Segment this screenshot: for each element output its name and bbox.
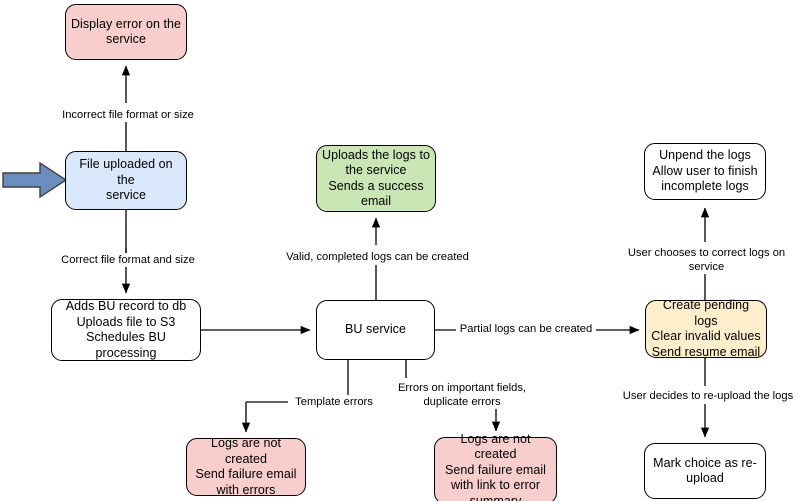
node-mark-choice-reupload[interactable]: Mark choice as re- upload [644, 443, 766, 499]
node-logs-not-created-errors[interactable]: Logs are not created Send failure email … [186, 436, 306, 497]
node-display-error[interactable]: Display error on the service [65, 4, 187, 60]
input-block-arrow [2, 161, 68, 199]
node-adds-bu-record[interactable]: Adds BU record to db Uploads file to S3 … [51, 299, 201, 361]
edge-label-partial-logs: Partial logs can be created [456, 322, 596, 336]
edge-label-valid-completed: Valid, completed logs can be created [284, 250, 471, 264]
edge-label-user-decides-reupload: User decides to re-upload the logs [620, 389, 796, 403]
node-uploads-logs[interactable]: Uploads the logs to the service Sends a … [316, 145, 436, 212]
edge-label-correct-format: Correct file format and size [58, 253, 198, 267]
edge-label-incorrect-format: Incorrect file format or size [58, 108, 198, 122]
edge-label-template-errors: Template errors [289, 395, 379, 409]
edge-label-user-chooses-correct: User chooses to correct logs on service [608, 246, 801, 274]
node-file-uploaded[interactable]: File uploaded on the service [65, 151, 187, 210]
node-bu-service[interactable]: BU service [316, 300, 435, 360]
node-unpend-logs[interactable]: Unpend the logs Allow user to finish inc… [644, 143, 766, 200]
edge-label-errors-important-fields: Errors on important fields, duplicate er… [392, 381, 532, 409]
node-create-pending-logs[interactable]: Create pending logs Clear invalid values… [645, 298, 767, 359]
node-logs-not-created-summary[interactable]: Logs are not created Send failure email … [434, 432, 557, 501]
